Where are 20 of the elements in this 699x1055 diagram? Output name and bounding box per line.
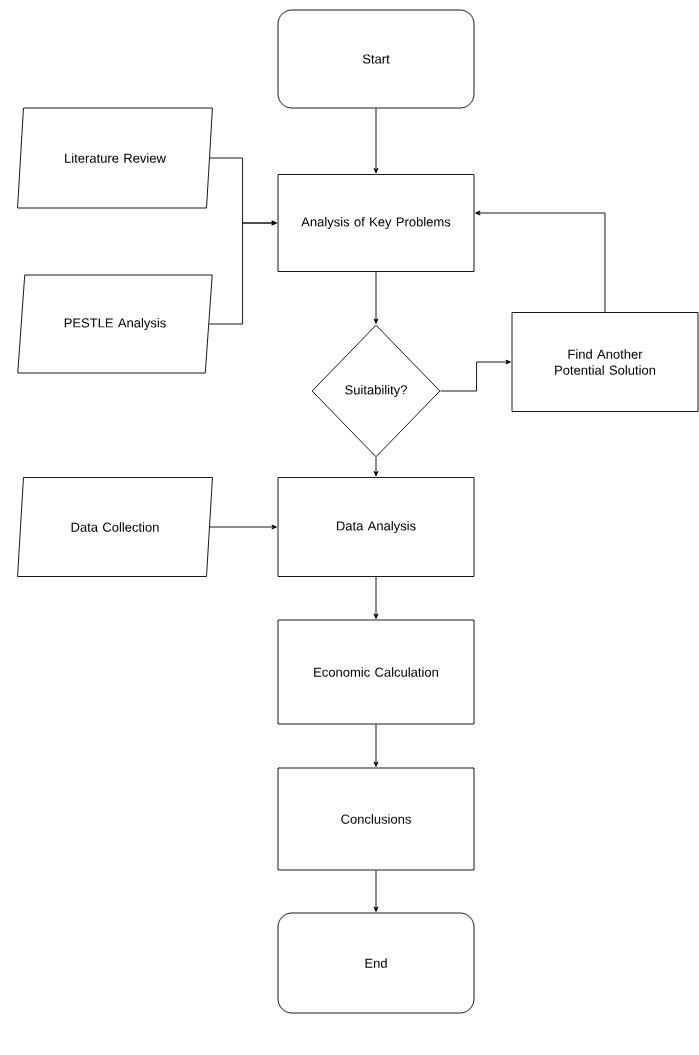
arrow [373, 457, 379, 477]
process-box: Economic Calculation [277, 619, 475, 725]
input-parallelogram: PESTLE Analysis [17, 274, 213, 374]
arrow [209, 524, 277, 530]
arrow [475, 210, 606, 313]
arrow [373, 724, 379, 767]
end-terminal: End [277, 912, 475, 1014]
process-box: Data Analysis [277, 477, 475, 577]
arrow [373, 576, 379, 619]
arrow [208, 220, 277, 325]
process-box: Analysis of Key Problems [277, 174, 475, 272]
process-box: Find Another Potential Solution [511, 312, 699, 412]
input-parallelogram: Data Collection [17, 477, 213, 577]
process-box: Conclusions [277, 767, 475, 871]
arrow [373, 108, 379, 174]
arrow [440, 359, 511, 392]
arrow [373, 271, 379, 324]
arrow [373, 870, 379, 912]
start-terminal: Start [277, 9, 475, 109]
input-parallelogram: Literature Review [17, 107, 213, 209]
